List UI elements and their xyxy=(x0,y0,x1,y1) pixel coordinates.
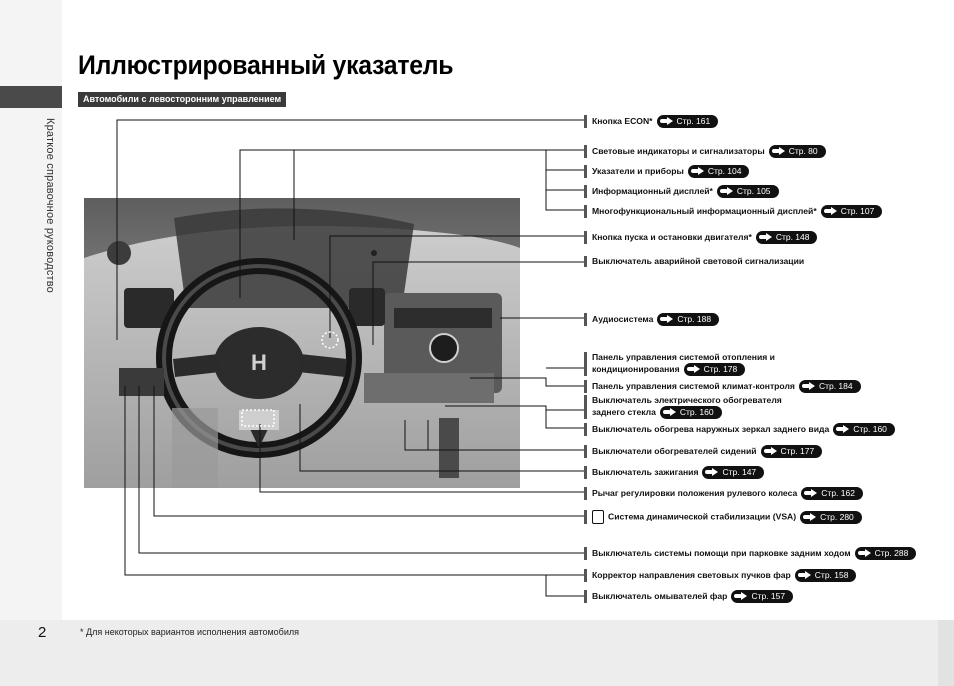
page-title: Иллюстрированный указатель xyxy=(78,50,454,80)
page-ref-link[interactable]: Стр. 107 xyxy=(820,205,883,218)
arrow-right-icon xyxy=(662,408,677,416)
callout-steering-adjust-lever: Рычаг регулировки положения рулевого кол… xyxy=(584,487,863,500)
page-ref-link[interactable]: Стр. 147 xyxy=(702,466,765,479)
arrow-right-icon xyxy=(803,512,817,521)
arrow-right-icon xyxy=(763,447,778,455)
page-ref-link[interactable]: Стр. 178 xyxy=(683,363,746,376)
page-ref-link[interactable]: Стр. 157 xyxy=(731,590,794,603)
page-ref-link[interactable]: Стр. 188 xyxy=(657,313,720,326)
vsa-off-icon xyxy=(592,510,604,524)
arrow-right-icon xyxy=(804,489,818,497)
page-ref-link[interactable]: Стр. 105 xyxy=(716,185,779,198)
callout-rear-defogger: Выключатель электрического обогревателя … xyxy=(584,395,792,419)
arrow-right-icon xyxy=(771,147,786,155)
arrow-right-icon xyxy=(686,365,701,373)
arrow-right-icon xyxy=(823,207,838,215)
callout-headlight-leveler: Корректор направления световых пучков фа… xyxy=(584,569,857,582)
page-ref-link[interactable]: Стр. 160 xyxy=(833,423,895,436)
arrow-right-icon xyxy=(797,571,812,579)
callout-econ-button: Кнопка ECON*Стр. 161 xyxy=(584,115,719,128)
footnote: * Для некоторых вариантов исполнения авт… xyxy=(80,627,299,637)
arrow-right-icon xyxy=(836,425,850,433)
arrow-right-icon xyxy=(659,117,674,125)
callout-info-display: Информационный дисплей*Стр. 105 xyxy=(584,185,779,198)
callout-multi-info-display: Многофункциональный информационный диспл… xyxy=(584,205,883,218)
arrow-right-icon xyxy=(801,382,816,390)
page-ref-link[interactable]: Стр. 104 xyxy=(687,165,750,178)
footer-edge xyxy=(938,620,954,686)
svg-text:H: H xyxy=(251,350,267,375)
arrow-right-icon xyxy=(734,592,748,600)
arrow-right-icon xyxy=(705,468,719,476)
page-ref-link[interactable]: Стр. 160 xyxy=(659,406,722,419)
page-ref-link[interactable]: Стр. 148 xyxy=(755,231,818,244)
page-ref-link[interactable]: Стр. 161 xyxy=(656,115,719,128)
page-ref-link[interactable]: Стр. 80 xyxy=(768,145,826,158)
callout-mirror-heater: Выключатель обогрева наружных зеркал зад… xyxy=(584,423,895,436)
arrow-right-icon xyxy=(690,167,705,175)
page-ref-link[interactable]: Стр. 177 xyxy=(760,445,823,458)
callout-vsa: Система динамической стабилизации (VSA)С… xyxy=(584,510,862,524)
arrow-right-icon xyxy=(719,187,734,195)
page-number: 2 xyxy=(38,624,47,641)
section-tab xyxy=(0,86,62,108)
callout-hazard-switch: Выключатель аварийной световой сигнализа… xyxy=(584,256,804,267)
callout-climate-control-panel: Панель управления системой климат-контро… xyxy=(584,380,861,393)
callout-start-stop-button: Кнопка пуска и остановки двигателя*Стр. … xyxy=(584,231,818,244)
callout-heating-ac-panel: Панель управления системой отопления и к… xyxy=(584,352,832,376)
dashboard-illustration: H xyxy=(84,198,520,488)
page-ref-link[interactable]: Стр. 184 xyxy=(798,380,861,393)
page-ref-link[interactable]: Стр. 288 xyxy=(854,547,917,560)
callout-parking-sensor: Выключатель системы помощи при парковке … xyxy=(584,547,917,560)
page-ref-link[interactable]: Стр. 162 xyxy=(801,487,863,500)
page-ref-link[interactable]: Стр. 158 xyxy=(794,569,857,582)
page-ref-link[interactable]: Стр. 280 xyxy=(800,510,862,524)
side-section-label: Краткое справочное руководство xyxy=(44,118,56,293)
arrow-right-icon xyxy=(857,549,872,557)
page-footer xyxy=(0,620,954,686)
arrow-right-icon xyxy=(660,315,674,323)
subtitle-badge: Автомобили с левосторонним управлением xyxy=(78,92,287,107)
arrow-right-icon xyxy=(758,233,773,241)
